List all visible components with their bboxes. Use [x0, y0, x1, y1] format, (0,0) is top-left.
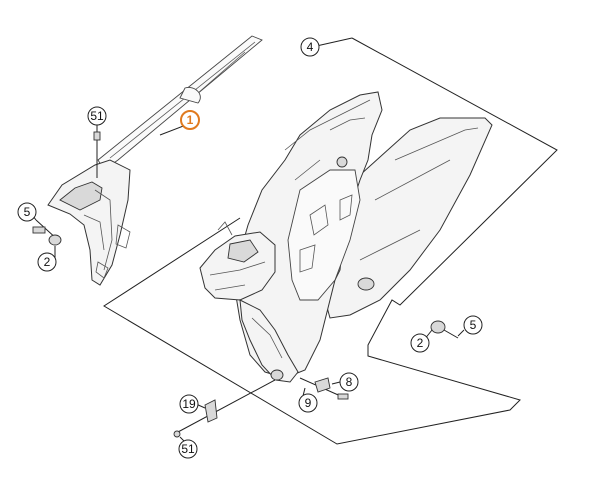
callout-5-right[interactable]: 5	[463, 315, 483, 335]
main-airbox-assembly	[199, 91, 493, 383]
assembly-frame	[103, 37, 558, 445]
callout-1[interactable]: 1	[180, 110, 200, 130]
callout-2-left-label: 2	[44, 255, 51, 269]
callout-8-label: 8	[346, 375, 353, 389]
left-side-panel	[47, 159, 131, 286]
callout-8[interactable]: 8	[339, 372, 359, 392]
decal-strip	[97, 35, 263, 171]
bottom-hardware	[173, 377, 349, 438]
left-hardware	[32, 128, 101, 246]
callout-5-right-label: 5	[470, 318, 477, 332]
callout-9[interactable]: 9	[298, 393, 318, 413]
callout-51-bottom-label: 51	[181, 442, 195, 456]
callout-4[interactable]: 4	[300, 37, 320, 57]
callout-19-label: 19	[182, 397, 196, 411]
callout-9-label: 9	[305, 396, 312, 410]
callout-51-bottom[interactable]: 51	[178, 439, 198, 459]
callout-2-left[interactable]: 2	[37, 252, 57, 272]
callout-51-top[interactable]: 51	[87, 106, 107, 126]
callout-51-top-label: 51	[90, 109, 104, 123]
callout-5-left-label: 5	[24, 205, 31, 219]
callout-1-label: 1	[187, 113, 194, 127]
right-hardware	[430, 320, 459, 339]
callout-2-right[interactable]: 2	[410, 333, 430, 353]
callout-5-left[interactable]: 5	[17, 202, 37, 222]
callout-4-label: 4	[307, 40, 314, 54]
callout-2-right-label: 2	[417, 336, 424, 350]
callout-19[interactable]: 19	[179, 394, 199, 414]
